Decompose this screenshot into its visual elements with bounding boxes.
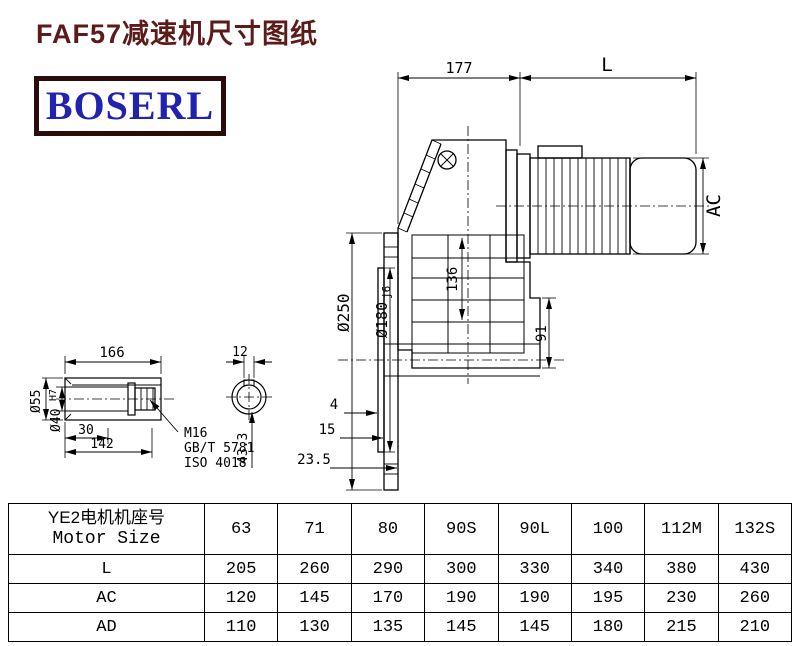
value-cell: 260 xyxy=(717,583,793,613)
motor-size-header-en: Motor Size xyxy=(52,529,161,550)
value-cell: 205 xyxy=(203,554,279,584)
value-cell: 260 xyxy=(277,554,352,584)
lifting-eye-icon xyxy=(437,150,457,170)
motor-size-header-cn: YE2电机机座号 xyxy=(47,508,166,528)
standard-gb-label: GB/T 5781 xyxy=(184,441,254,456)
row-label-L: L xyxy=(8,554,205,584)
value-cell: 210 xyxy=(717,612,793,642)
chamfer-hatch xyxy=(397,139,442,233)
value-cell: 380 xyxy=(644,554,719,584)
gear-chamber xyxy=(411,234,525,354)
value-cell: 300 xyxy=(424,554,499,584)
page-title: FAF57减速机尺寸图纸 xyxy=(36,19,319,49)
value-cell: 120 xyxy=(203,583,279,613)
table-row-L: L 205 260 290 300 330 340 380 430 xyxy=(8,554,793,584)
table-row-AD: AD 110 130 135 145 145 180 215 210 xyxy=(8,612,793,642)
value-cell: 145 xyxy=(497,612,572,642)
dim-23p5-label: 23.5 xyxy=(297,452,331,468)
dim-12-label: 12 xyxy=(232,345,248,360)
dim-91-label: 91 xyxy=(534,325,550,342)
value-cell: 340 xyxy=(570,554,646,584)
dim-L-label: L xyxy=(601,54,612,76)
value-cell: 130 xyxy=(277,612,352,642)
dim-55-label: Ø55 xyxy=(29,390,44,413)
dimension-lines xyxy=(43,75,706,490)
gearbox-housing xyxy=(397,139,541,369)
dim-250-label: Ø250 xyxy=(334,293,353,332)
table-header-row: YE2电机机座号 Motor Size 63 71 80 90S 90L 100… xyxy=(8,503,793,555)
dim-180-tolerance-label: j6 xyxy=(380,286,393,299)
value-cell: 230 xyxy=(644,583,719,613)
dim-40-label: Ø40 xyxy=(49,409,64,432)
value-cell: 330 xyxy=(497,554,572,584)
table-row-AC: AC 120 145 170 190 190 195 230 260 xyxy=(8,583,793,613)
value-cell: 190 xyxy=(424,583,499,613)
value-cell: 180 xyxy=(570,612,646,642)
col-header-132S: 132S xyxy=(717,503,793,555)
dim-AC-label: AC xyxy=(703,194,725,217)
col-header-100: 100 xyxy=(570,503,646,555)
motor-size-header-cell: YE2电机机座号 Motor Size xyxy=(8,503,205,555)
col-header-90L: 90L xyxy=(497,503,572,555)
value-cell: 170 xyxy=(350,583,426,613)
dim-177-label: 177 xyxy=(445,59,472,77)
dim-142-label: 142 xyxy=(90,437,113,452)
shaft-detail-view xyxy=(64,377,162,421)
dim-166-label: 166 xyxy=(99,345,124,361)
standard-iso-label: ISO 4018 xyxy=(184,456,247,471)
value-cell: 430 xyxy=(717,554,793,584)
extension-lines xyxy=(42,72,709,491)
dimension-labels: 177 L AC Ø250 Ø180 j6 136 91 4 15 23.5 1… xyxy=(29,54,725,471)
value-cell: 190 xyxy=(497,583,572,613)
motor-outline xyxy=(505,145,697,263)
value-cell: 195 xyxy=(570,583,646,613)
thread-callout-label: M16 xyxy=(184,426,207,441)
value-cell: 145 xyxy=(424,612,499,642)
value-cell: 145 xyxy=(277,583,352,613)
dim-136-label: 136 xyxy=(445,267,461,292)
value-cell: 215 xyxy=(644,612,719,642)
dim-30-label: 30 xyxy=(78,423,94,438)
dim-180-label: Ø180 xyxy=(373,302,391,338)
col-header-80: 80 xyxy=(350,503,426,555)
value-cell: 290 xyxy=(350,554,426,584)
col-header-90S: 90S xyxy=(424,503,499,555)
dim-43p3-label: 43.3 xyxy=(236,433,251,464)
centerlines xyxy=(56,126,712,420)
dim-15-label: 15 xyxy=(319,422,336,438)
boserl-logo-text: BOSERL xyxy=(45,83,215,128)
boserl-logo: BOSERL xyxy=(34,76,226,136)
row-label-AD: AD xyxy=(8,612,205,642)
col-header-112M: 112M xyxy=(644,503,719,555)
col-header-63: 63 xyxy=(203,503,279,555)
col-header-71: 71 xyxy=(277,503,352,555)
value-cell: 110 xyxy=(203,612,279,642)
dim-40-tolerance-label: H7 xyxy=(48,389,59,401)
dim-4-label: 4 xyxy=(330,397,338,413)
motor-dimension-table: YE2电机机座号 Motor Size 63 71 80 90S 90L 100… xyxy=(8,503,793,642)
value-cell: 135 xyxy=(350,612,426,642)
row-label-AC: AC xyxy=(8,583,205,613)
